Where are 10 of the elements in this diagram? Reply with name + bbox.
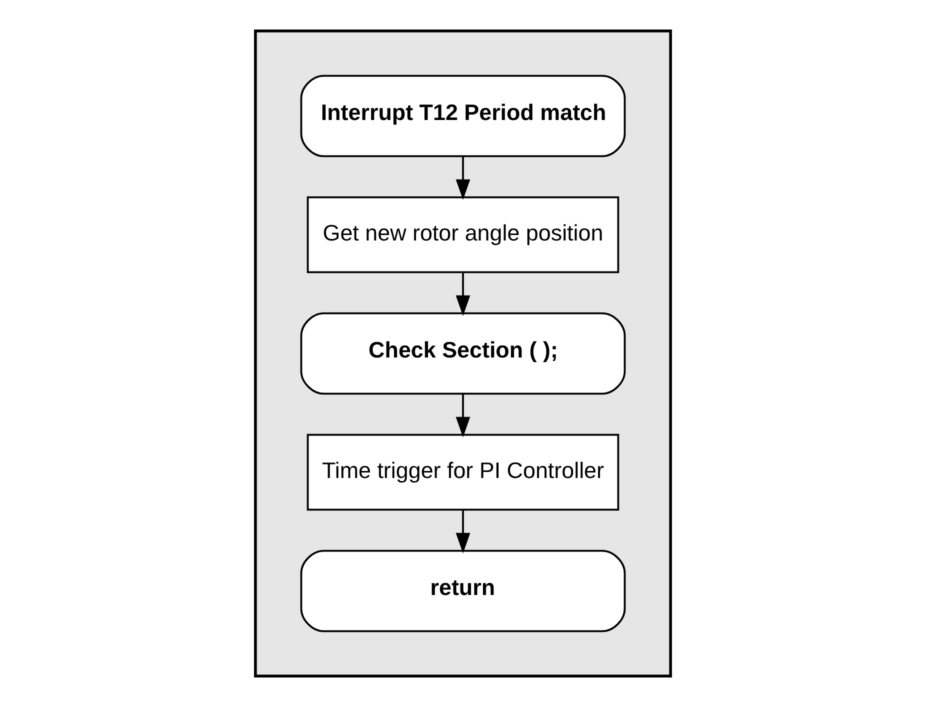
node-box: Time trigger for PI Controller bbox=[306, 434, 620, 511]
cluster bbox=[254, 30, 672, 678]
node-box: Get new rotor angle position bbox=[306, 196, 620, 274]
arrow bbox=[456, 394, 470, 438]
node-box: Check Section ( ); bbox=[300, 312, 626, 395]
arrow bbox=[456, 272, 470, 316]
arrow bbox=[456, 156, 470, 200]
node-box: return bbox=[300, 550, 626, 632]
arrow bbox=[456, 510, 470, 554]
node-box: Interrupt T12 Period match bbox=[300, 74, 626, 158]
